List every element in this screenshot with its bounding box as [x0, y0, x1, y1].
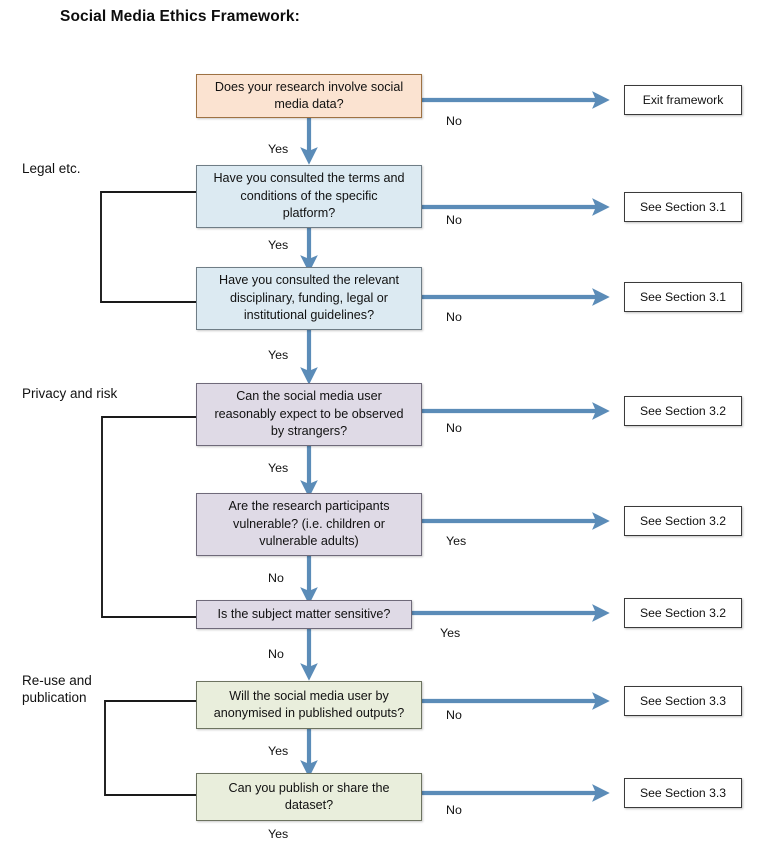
edge-label-q3-no: No — [446, 310, 462, 324]
q5-line-2: vulnerable? (i.e. children or — [233, 516, 385, 531]
q2-line-1: Have you consulted the terms and — [213, 171, 405, 186]
decision-box-q2[interactable]: Have you consulted the terms and conditi… — [196, 165, 422, 228]
edge-label-q1-no: No — [446, 114, 462, 128]
q3-line-2: disciplinary, funding, legal or — [230, 290, 388, 305]
edge-label-q7-no: No — [446, 708, 462, 722]
edge-label-q4-yes: Yes — [268, 461, 289, 475]
outcome-box-section-3-2-a[interactable]: See Section 3.2 — [624, 396, 742, 426]
q8-line-2: dataset? — [284, 798, 334, 812]
outcome-box-section-3-2-b[interactable]: See Section 3.2 — [624, 506, 742, 536]
q7-line-2: anonymised in published outputs? — [213, 706, 405, 720]
outcome-box-section-3-1-b[interactable]: See Section 3.1 — [624, 282, 742, 312]
outcome-box-exit-framework[interactable]: Exit framework — [624, 85, 742, 115]
edge-label-q2-no: No — [446, 213, 462, 227]
q2-line-2: conditions of the specific — [240, 188, 378, 203]
outcome-box-section-3-3-b[interactable]: See Section 3.3 — [624, 778, 742, 808]
edge-label-q6-yes: Yes — [440, 626, 461, 640]
outcome-box-section-3-1-a[interactable]: See Section 3.1 — [624, 192, 742, 222]
bracket-reuse — [104, 700, 196, 796]
q6-line-1: Is the subject matter sensitive? — [217, 606, 391, 621]
section-label-reuse: Re-use and publication — [22, 673, 92, 705]
edge-label-q6-no: No — [268, 647, 284, 661]
edge-label-q5-yes: Yes — [446, 534, 467, 548]
q7-line-1: Will the social media user by — [229, 688, 389, 703]
q2-line-3: platform? — [282, 206, 336, 221]
page-title: Social Media Ethics Framework: — [60, 8, 300, 25]
decision-box-q5[interactable]: Are the research participants vulnerable… — [196, 493, 422, 556]
decision-box-q7[interactable]: Will the social media user by anonymised… — [196, 681, 422, 729]
edge-label-q5-no: No — [268, 571, 284, 585]
q1-line-1: Does your research involve social — [214, 79, 404, 94]
decision-box-q3[interactable]: Have you consulted the relevant discipli… — [196, 267, 422, 330]
section-label-legal: Legal etc. — [22, 161, 81, 176]
edge-label-q2-yes: Yes — [268, 238, 289, 252]
q3-line-1: Have you consulted the relevant — [219, 273, 399, 288]
q4-line-3: by strangers? — [270, 424, 348, 439]
q5-line-1: Are the research participants — [228, 499, 390, 514]
q8-line-1: Can you publish or share the — [228, 780, 390, 795]
q4-line-2: reasonably expect to be observed — [214, 406, 404, 421]
outcome-box-section-3-3-a[interactable]: See Section 3.3 — [624, 686, 742, 716]
bracket-privacy — [101, 416, 196, 618]
section-label-privacy: Privacy and risk — [22, 386, 118, 401]
decision-box-q4[interactable]: Can the social media user reasonably exp… — [196, 383, 422, 446]
decision-box-q6[interactable]: Is the subject matter sensitive? — [196, 600, 412, 629]
edge-label-q4-no: No — [446, 421, 462, 435]
q1-line-2: media data? — [274, 97, 344, 111]
edge-label-q8-no: No — [446, 803, 462, 817]
q5-line-3: vulnerable adults) — [259, 534, 359, 549]
outcome-box-section-3-2-c[interactable]: See Section 3.2 — [624, 598, 742, 628]
edge-label-q3-yes: Yes — [268, 348, 289, 362]
edge-label-q1-yes: Yes — [268, 142, 289, 156]
decision-box-q1[interactable]: Does your research involve social media … — [196, 74, 422, 118]
edge-label-q8-yes: Yes — [268, 827, 289, 841]
decision-box-q8[interactable]: Can you publish or share the dataset? — [196, 773, 422, 821]
bracket-legal — [100, 191, 196, 303]
q4-line-1: Can the social media user — [236, 389, 382, 404]
q3-line-3: institutional guidelines? — [243, 308, 375, 323]
edge-label-q7-yes: Yes — [268, 744, 289, 758]
